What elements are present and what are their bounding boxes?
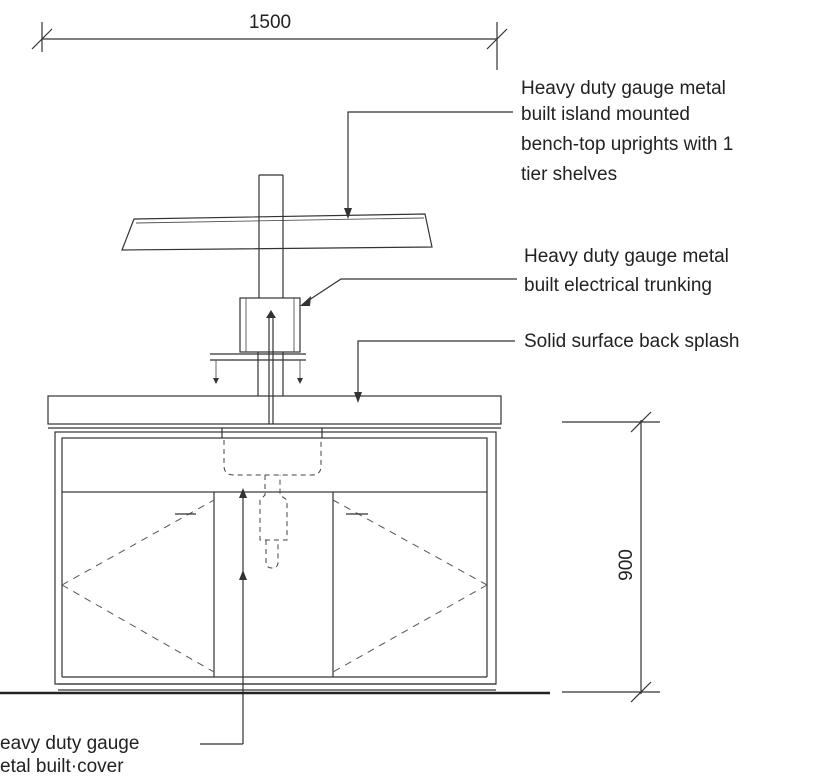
trunking-annotation: Heavy duty gauge metal built electrical …: [524, 246, 729, 296]
right-door-swing: [332, 499, 488, 673]
electrical-trunking: [210, 297, 306, 424]
sink-bowl: [221, 428, 323, 569]
cover-leader: [200, 488, 247, 745]
upright-post: [258, 174, 284, 298]
cabinet: [54, 431, 497, 691]
shelves-annotation: Heavy duty gauge metal built island moun…: [521, 78, 733, 185]
height-dimension-label: 900: [616, 549, 637, 581]
shelf-leader: [344, 111, 513, 219]
cover-annotation: eavy duty gauge etal built·cover: [0, 733, 139, 776]
shelves-annotation-line-1: Heavy duty gauge metal: [521, 78, 726, 99]
shelves-annotation-line-4: tier shelves: [521, 164, 617, 185]
cover-annotation-line-1: eavy duty gauge: [0, 733, 139, 754]
width-dimension-label: 1500: [249, 12, 291, 33]
height-dimension: 900: [562, 411, 660, 703]
trunking-annotation-line-2: built electrical trunking: [524, 275, 712, 296]
shelves-annotation-line-3: bench-top uprights with 1: [521, 134, 733, 155]
splash-leader: [354, 340, 515, 403]
trunking-annotation-line-1: Heavy duty gauge metal: [524, 246, 729, 267]
width-dimension: 1500: [31, 12, 508, 70]
cover-annotation-line-2: etal built·cover: [0, 756, 124, 776]
splash-annotation-line-1: Solid surface back splash: [524, 331, 739, 352]
overhead-shelf: [121, 213, 433, 251]
trunking-leader: [300, 278, 517, 306]
bench-top: [47, 395, 502, 429]
left-door-swing: [61, 499, 215, 673]
splash-annotation: Solid surface back splash: [524, 331, 739, 352]
shelves-annotation-line-2: built island mounted: [521, 104, 690, 125]
